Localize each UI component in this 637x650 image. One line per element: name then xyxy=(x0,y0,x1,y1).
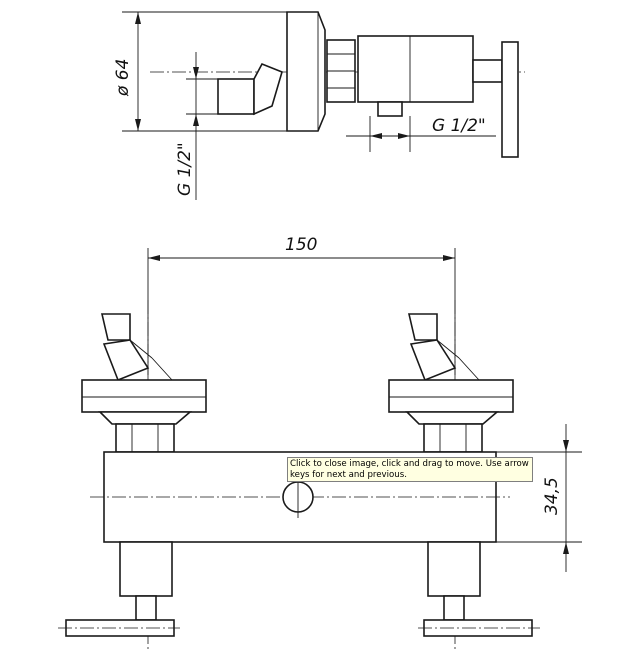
diameter-label: ø 64 xyxy=(113,59,133,97)
image-viewer-tooltip: Click to close image, click and drag to … xyxy=(287,457,533,482)
spacing-label: 150 xyxy=(285,235,317,255)
front-view: 150 xyxy=(58,235,582,650)
thread-outlet-label: G 1/2" xyxy=(432,116,486,136)
height-label: 34,5 xyxy=(542,477,562,515)
thread-inlet-label: G 1/2" xyxy=(175,142,195,196)
side-view: ø 64 G 1/2" G 1/2" xyxy=(113,11,525,200)
